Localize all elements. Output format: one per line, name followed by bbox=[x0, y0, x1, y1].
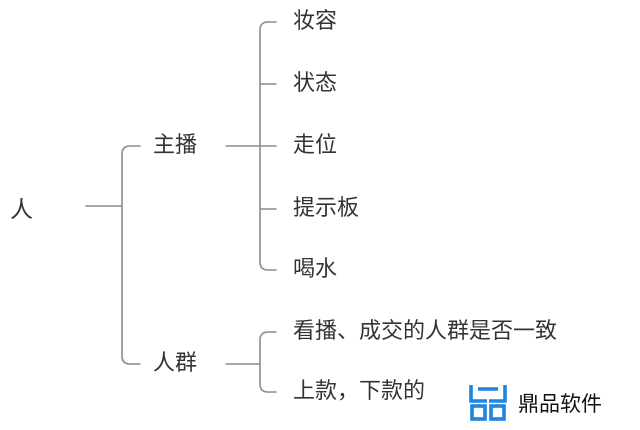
branch-node-zhubo: 主播 bbox=[153, 133, 198, 158]
branch-bracket-renqun bbox=[259, 331, 277, 393]
windows-style-logo-icon bbox=[469, 385, 507, 421]
leaf-node-zhuangrong: 妆容 bbox=[293, 9, 338, 34]
root-bracket bbox=[121, 145, 141, 365]
watermark-text: 鼎品软件 bbox=[518, 392, 602, 416]
branch-bracket-zhubo bbox=[259, 21, 277, 271]
leaf-node-zhuangtai: 状态 bbox=[293, 71, 338, 96]
root-node: 人 bbox=[10, 197, 33, 223]
leaf-node-renqun-yizhi: 看播、成交的人群是否一致 bbox=[293, 319, 558, 344]
leaf-node-tishiban: 提示板 bbox=[293, 196, 360, 221]
watermark: 鼎品软件 bbox=[466, 381, 602, 425]
leaf-node-zouwei: 走位 bbox=[293, 133, 338, 158]
branch-node-renqun: 人群 bbox=[153, 351, 198, 376]
leaf-node-heshui: 喝水 bbox=[293, 257, 338, 282]
leaf-node-shangkuan-xiakuan: 上款，下款的 bbox=[293, 379, 426, 404]
